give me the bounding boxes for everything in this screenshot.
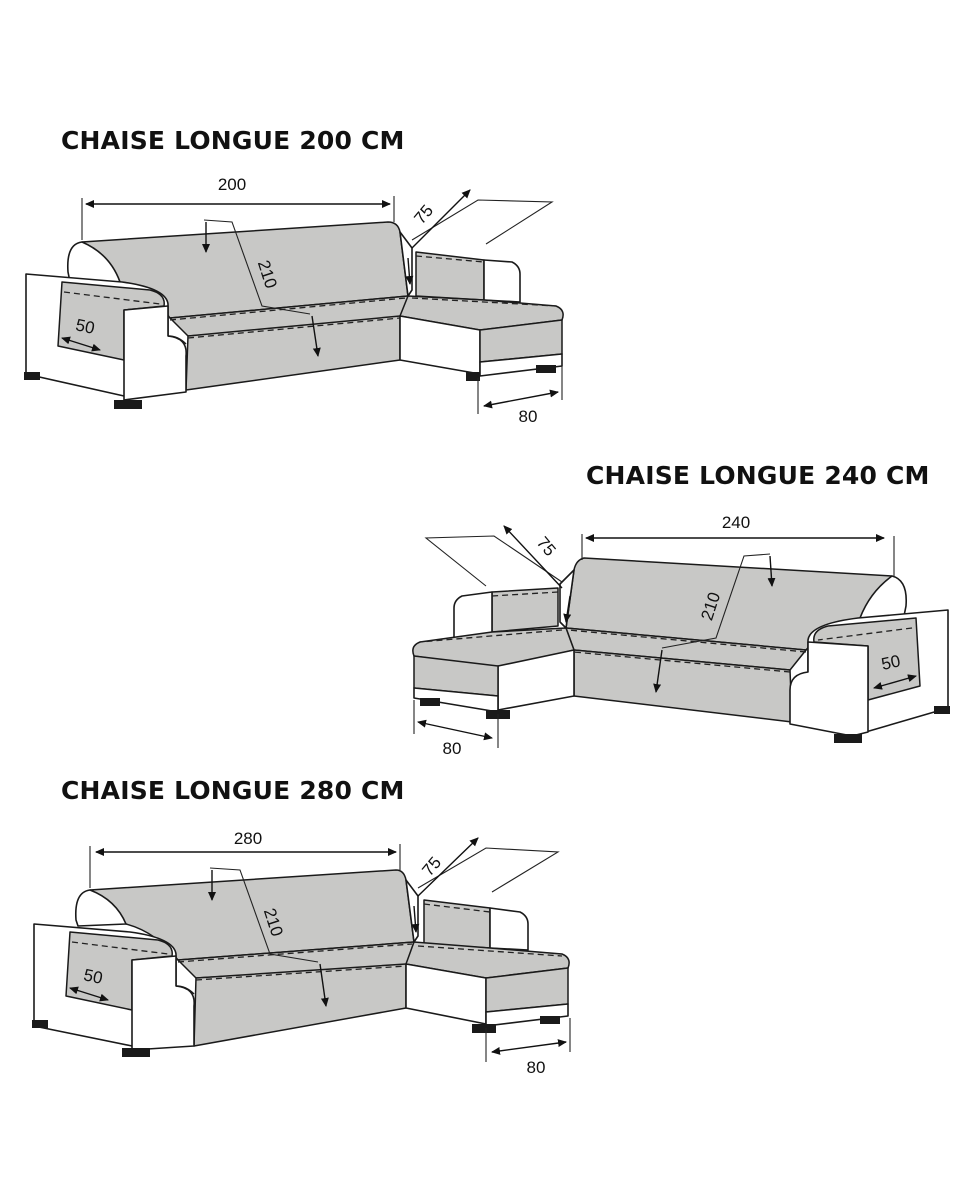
foot <box>466 372 480 381</box>
chaise-front-lower <box>413 687 499 713</box>
back-flap-label: 75 <box>418 853 445 880</box>
foot <box>834 734 862 743</box>
seat-front-cover <box>193 963 407 1047</box>
width-label: 280 <box>234 829 262 848</box>
foot <box>934 706 950 714</box>
diagram-title-200: CHAISE LONGUE 200 CM <box>61 126 405 155</box>
foot <box>420 698 440 706</box>
foot <box>114 400 142 409</box>
diagram-title-240: CHAISE LONGUE 240 CM <box>586 461 930 490</box>
foot <box>536 365 556 373</box>
foot <box>32 1020 48 1028</box>
back-left-end <box>74 889 127 927</box>
diagram-title-280: CHAISE LONGUE 280 CM <box>61 776 405 805</box>
foot <box>24 372 40 380</box>
sofa-diagram-240: 240 210 50 75 80 <box>412 513 950 758</box>
chaise-arm <box>453 591 493 641</box>
chaise-label: 80 <box>519 407 538 426</box>
back-flap-label: 75 <box>533 533 560 560</box>
arm-label: 50 <box>880 651 902 674</box>
right-arm-front <box>789 641 869 737</box>
chaise-arm <box>489 907 529 951</box>
sofa-diagram-280: 280 210 50 75 80 <box>32 829 571 1077</box>
left-arm-front <box>131 955 195 1051</box>
arm-label: 50 <box>82 965 104 988</box>
arm-label: 50 <box>74 315 96 338</box>
back-flap-label: 75 <box>410 201 437 228</box>
foot <box>540 1016 560 1024</box>
foot <box>122 1048 150 1057</box>
chaise-front-lower <box>485 1003 569 1027</box>
chaise-label: 80 <box>443 739 462 758</box>
chaise-arm-cover <box>423 899 491 949</box>
width-label: 240 <box>722 513 750 532</box>
foot <box>472 1024 496 1033</box>
chaise-label: 80 <box>527 1058 546 1077</box>
chaise-arm <box>483 259 521 303</box>
sofa-diagram-200: 200 210 50 75 80 <box>24 175 564 426</box>
width-label: 200 <box>218 175 246 194</box>
